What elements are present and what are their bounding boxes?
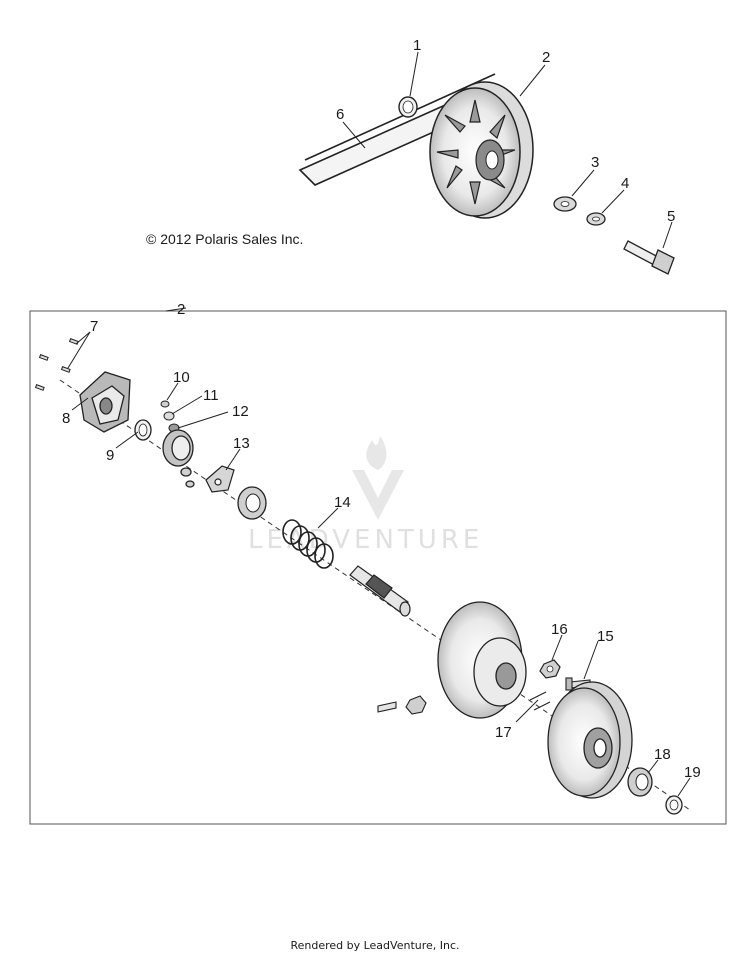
callout-19: 19 (684, 764, 701, 781)
callout-2: 2 (542, 49, 550, 66)
callout-15: 15 (597, 628, 614, 645)
callout-4: 4 (621, 175, 629, 192)
bushing (237, 486, 267, 520)
parts-10-11-12 (160, 400, 180, 433)
detail-frame (29, 310, 727, 825)
shaft (349, 565, 411, 617)
washer-part-3 (553, 196, 577, 212)
callout-18: 18 (654, 746, 671, 763)
bearing-part-18 (627, 767, 653, 797)
ring-part-19 (665, 795, 683, 815)
callout-17: 17 (495, 724, 512, 741)
callout-10: 10 (173, 369, 190, 386)
callout-5: 5 (667, 208, 675, 225)
callout-12: 12 (232, 403, 249, 420)
moveable-sheave (437, 601, 527, 719)
footer-text: Rendered by LeadVenture, Inc. (290, 939, 460, 952)
callout-8: 8 (62, 410, 70, 427)
clutch-pulley-part-2 (429, 81, 534, 219)
callout-14: 14 (334, 494, 351, 511)
nut-part-16 (539, 659, 561, 679)
washer-part-4 (586, 212, 606, 226)
watermark-text: LEADVENTURE (248, 525, 483, 555)
ring-part-1 (398, 96, 418, 118)
screws-part-7 (34, 338, 79, 391)
leadventure-watermark (352, 436, 404, 520)
callout-1: 1 (413, 37, 421, 54)
callout-3: 3 (591, 154, 599, 171)
callout-7: 7 (90, 318, 98, 335)
lower-fasteners (377, 691, 551, 715)
ring-part-9 (134, 419, 152, 441)
leader-lines-detail (67, 307, 691, 797)
spider-assembly (162, 429, 195, 488)
bolt-part-5 (623, 240, 675, 275)
callout-11: 11 (203, 387, 219, 404)
bracket-part-13 (205, 465, 235, 493)
fixed-sheave (547, 681, 633, 799)
leader-lines-upper (342, 51, 673, 249)
callout-16: 16 (551, 621, 568, 638)
callout-2-assembly: 2 (177, 301, 185, 318)
callout-9: 9 (106, 447, 114, 464)
spring-part-14 (282, 519, 334, 569)
callout-6: 6 (336, 106, 344, 123)
copyright-text: © 2012 Polaris Sales Inc. (146, 231, 304, 247)
cover-part-8 (79, 371, 131, 433)
callout-13: 13 (233, 435, 250, 452)
